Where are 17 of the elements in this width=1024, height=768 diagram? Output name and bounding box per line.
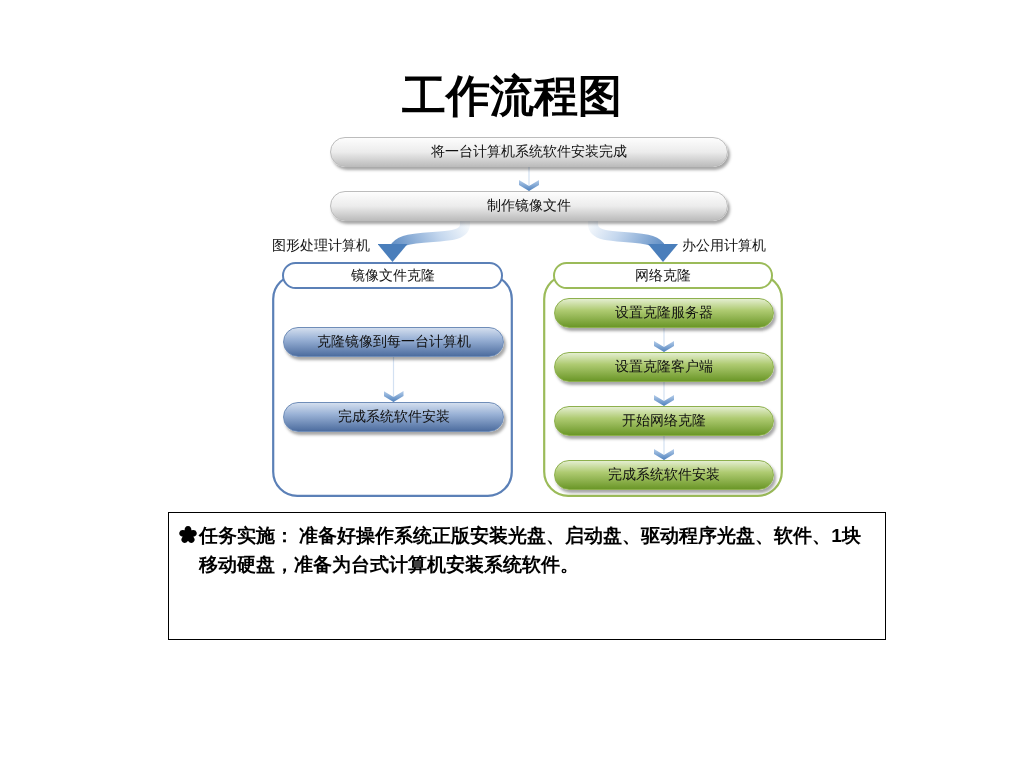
note-text: 任务实施： 准备好操作系统正版安装光盘、启动盘、驱动程序光盘、软件、1块移动硬盘，准备为台式计算机安装系统软件。 [199,524,862,577]
process-step: 将一台计算机系统软件安装完成 [330,137,728,167]
group-panel [272,262,513,497]
process-step: 设置克隆服务器 [554,298,774,328]
process-step: 克隆镜像到每一台计算机 [283,327,504,357]
process-step: 完成系统软件安装 [283,402,504,432]
process-step: 制作镜像文件 [330,191,728,221]
edge-label: 图形处理计算机 [272,236,370,254]
group-title: 网络克隆 [553,262,773,289]
group-title: 镜像文件克隆 [282,262,503,289]
group-panel [543,262,783,497]
process-step: 开始网络克隆 [554,406,774,436]
process-step: 完成系统软件安装 [554,460,774,490]
note-box [168,512,886,640]
edge-label: 办公用计算机 [682,236,766,254]
diagram-title: 工作流程图 [401,70,623,122]
process-step: 设置克隆客户端 [554,352,774,382]
